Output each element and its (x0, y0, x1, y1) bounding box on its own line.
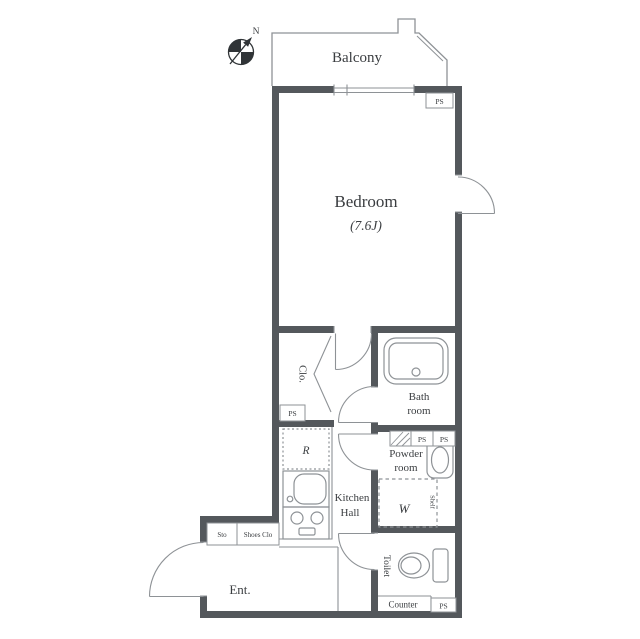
closet-bifold-door (313, 335, 332, 413)
wall-top-left (272, 86, 334, 93)
duct-hatch-box (389, 430, 412, 447)
wall-hall-bath (371, 333, 378, 387)
stove-grill-icon (298, 527, 316, 536)
hall-door-jambs (333, 326, 372, 333)
bedroom-size-label: (7.6J) (350, 218, 382, 233)
ps-label-5: PS (439, 602, 447, 611)
shelf-label: Shelf (429, 495, 436, 510)
toilet-tank-icon (432, 548, 449, 583)
bedroom-label: Bedroom (334, 192, 397, 211)
ps-label-1: PS (435, 97, 443, 106)
balcony-outline (271, 18, 448, 86)
toilet-door-arc (337, 533, 375, 571)
compass-icon (227, 37, 255, 66)
wall-right-upper (455, 86, 462, 175)
bedroom-door-arc (457, 176, 496, 214)
entrance-door-arc (148, 541, 204, 597)
wall-entrance-left-lower (200, 596, 207, 618)
wall-powder-left (371, 470, 378, 533)
wic-dashed-box (378, 478, 438, 528)
compass-wedge-se (241, 52, 254, 65)
kitchen-label: Kitchen (335, 492, 370, 504)
toilet-label: Toilet (381, 555, 391, 577)
kitchen-sink-icon (293, 473, 327, 505)
kitchen-faucet-icon (286, 495, 294, 503)
stove-unit (282, 506, 330, 540)
wall-right-lower (455, 212, 462, 618)
balcony-label: Balcony (332, 50, 382, 66)
ps-label-4: PS (440, 435, 448, 444)
counter-label: Counter (389, 600, 418, 610)
hall-label: Hall (341, 507, 360, 519)
entrance-label: Ent. (229, 582, 250, 597)
wall-closet-bottom (272, 420, 334, 427)
wall-left-main (272, 86, 279, 523)
toilet-seat-icon (400, 556, 422, 575)
balcony-border (271, 18, 448, 86)
wall-entrance-top (200, 516, 279, 523)
compass-arrowhead-icon (243, 37, 252, 47)
wall-bath-bottom (378, 425, 462, 432)
stove-burner-right-icon (310, 511, 324, 525)
wall-entrance-left-upper (200, 516, 207, 542)
compass-north-label: N (253, 27, 260, 37)
bathroom-label-line1: Bath (409, 391, 430, 403)
storage-label: Sto (217, 531, 227, 539)
wall-top-right (414, 86, 462, 93)
wall-powder-bottom (371, 526, 462, 533)
closet-label: Clo. (297, 365, 308, 383)
fridge-space-box (282, 428, 330, 470)
shoes-closet-box (236, 522, 280, 546)
bathtub-inner-icon (388, 342, 444, 380)
washbasin-bowl-icon (430, 446, 450, 474)
duct-hatch-lines (390, 431, 411, 447)
labels: N Balcony Bedroom (7.6J) Clo. Bath room … (217, 27, 448, 611)
ps-box-4 (432, 430, 456, 447)
ps-box-2 (279, 404, 306, 422)
stove-burner-left-icon (290, 511, 304, 525)
wall-mid-left (272, 326, 334, 333)
balcony-rail-line (416, 35, 444, 62)
ps-label-2: PS (288, 409, 296, 418)
window-ticks (333, 84, 415, 96)
bathroom-label-line2: room (407, 405, 431, 417)
bedroom-door-jambs (455, 174, 462, 213)
bathtub-icon (383, 337, 449, 385)
powder-door-arc (337, 433, 375, 471)
ps-boxes (206, 92, 457, 613)
toilet-bowl-icon (397, 552, 431, 579)
wall-mid-right (371, 326, 462, 333)
fridge-label: R (301, 445, 309, 457)
ps-box-1 (425, 92, 454, 109)
wall-toilet-left (371, 570, 378, 618)
ps-label-3: PS (418, 435, 426, 444)
compass-wedge-nw (228, 39, 241, 52)
wall-bath-powder-joint (371, 422, 378, 434)
hall-door-arc (335, 333, 373, 371)
ps-box-5 (430, 597, 457, 613)
powder-room-label-line1: Powder (389, 448, 423, 460)
bathtub-drain-icon (411, 367, 421, 377)
wic-label: W (399, 501, 411, 516)
wall-bottom (200, 611, 462, 618)
entrance-step-line (279, 546, 339, 611)
compass-needle (229, 44, 247, 65)
bath-door-arc (337, 385, 375, 423)
walls (200, 86, 462, 618)
shoes-closet-label: Shoes Clo (244, 531, 273, 539)
fixtures (282, 337, 454, 583)
powder-room-label-line2: room (394, 462, 418, 474)
